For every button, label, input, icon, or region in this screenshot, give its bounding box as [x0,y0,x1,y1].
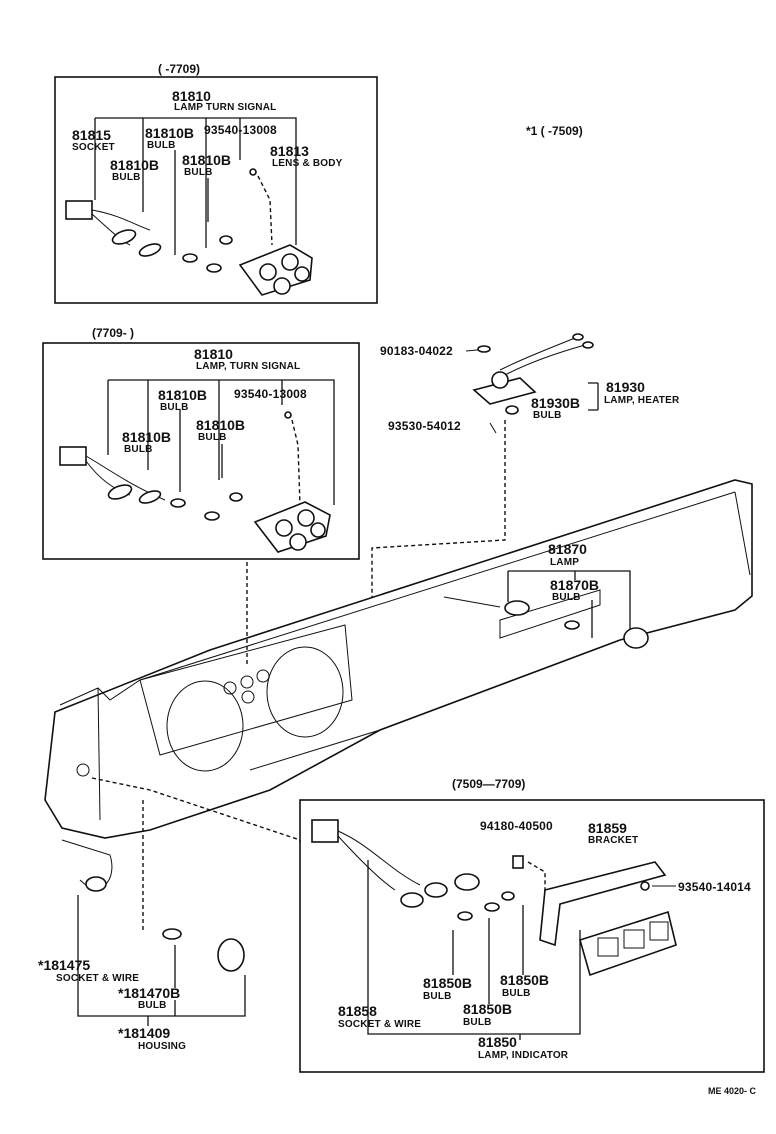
heater-lamp-group: 90183-04022 81930 LAMP, HEATER 81930B BU… [371,333,680,620]
dash-knob-part [623,627,649,649]
dash-bulb-part [564,620,580,630]
top-turn-signal-desc: LAMP TURN SIGNAL [174,102,276,113]
bottom-bulb-c-desc: BULB [463,1017,492,1028]
bottom-bracket-pn: 81859 [588,820,627,836]
top-socket-desc: SOCKET [72,142,115,153]
bottom-bulb-part-2 [484,902,500,912]
footer-code: ME 4020- C [708,1086,757,1096]
top-detail-box: ( -7709) 81810 LAMP TURN SIGNAL 81815 SO… [54,62,378,304]
middle-bulb-part-3 [229,492,243,502]
left-parts-group: *181475 SOCKET & WIRE *181470B BULB *181… [38,839,246,1052]
left-bulb-desc: BULB [138,1000,167,1011]
top-box-header: ( -7709) [158,62,200,76]
middle-screw-pn: 93540-13008 [234,387,307,401]
middle-socket-part [59,446,166,504]
top-screw-part [249,168,257,176]
top-bulb-part-1 [182,253,198,263]
dash-lamp-part [504,600,530,616]
bottom-bulb-a-desc: BULB [423,991,452,1002]
bottom-bulb-c-pn: 81850B [463,1001,512,1017]
middle-bulb-b-pn: 81810B [122,429,171,445]
top-bulb-b-pn: 81810B [110,157,159,173]
bottom-clip-pn: 94180-40500 [480,819,553,833]
middle-bulb-part-1 [170,498,186,508]
dashboard-panel [44,479,753,839]
top-bulb-part-2 [206,263,222,273]
heater-lamp-desc: LAMP, HEATER [604,395,680,406]
middle-lens-body-part [253,501,331,553]
bottom-bracket-part [539,861,667,947]
top-socket-pn: 81815 [72,127,111,143]
left-socket-wire-pn: *181475 [38,957,90,973]
top-lens-pn: 81813 [270,143,309,159]
middle-turn-signal-desc: LAMP, TURN SIGNAL [196,361,300,372]
bottom-lamp-indicator-desc: LAMP, INDICATOR [478,1050,569,1061]
bottom-screw-part [640,881,650,891]
middle-screw-part [284,411,292,419]
middle-bulb-b-desc: BULB [124,444,153,455]
left-socket-part [85,876,107,892]
heater-screw-top-pn: 90183-04022 [380,344,453,358]
dash-bulb-pn: 81870B [550,577,599,593]
dash-bulb-desc: BULB [552,592,581,603]
heater-screw-bottom-pn: 93530-54012 [388,419,461,433]
bottom-bulb-part-3 [501,891,515,901]
bottom-screw-pn: 93540-14014 [678,880,751,894]
heater-note: *1 ( -7509) [526,124,583,138]
dash-lamp-pn: 81870 [548,541,587,557]
top-bulb-a-pn: 81810B [145,125,194,141]
bottom-bulb-part-1 [457,911,473,921]
left-housing-pn: *181409 [118,1025,170,1041]
dash-lamp-group: 81870 LAMP 81870B BULB [443,541,649,649]
bottom-socket-wire-pn: 81858 [338,1003,377,1019]
left-socket-wire-desc: SOCKET & WIRE [56,973,139,984]
bottom-detail-box: (7509—7709) 94180-40500 81859 BRACKET 93… [299,777,765,1073]
heater-bulb-part [505,405,519,415]
top-socket-part [65,200,162,257]
middle-detail-box: (7709- ) 81810 LAMP, TURN SIGNAL 81810B … [42,326,360,560]
bottom-clip-part [512,855,524,869]
middle-bulb-a-pn: 81810B [158,387,207,403]
bottom-bulb-b-pn: 81850B [500,972,549,988]
middle-bulb-a-desc: BULB [160,402,189,413]
heater-bulb-pn: 81930B [531,395,580,411]
middle-turn-signal-pn: 81810 [194,346,233,362]
left-housing-desc: HOUSING [138,1041,186,1052]
top-lens-body-part [238,244,313,296]
top-turn-signal-pn: 81810 [172,88,211,104]
heater-screw-bottom-part [489,422,497,434]
top-bulb-b-desc: BULB [112,172,141,183]
heater-bulb-desc: BULB [533,410,562,421]
middle-bulb-c-desc: BULB [198,432,227,443]
middle-bulb-c-pn: 81810B [196,417,245,433]
top-bulb-c-desc: BULB [184,167,213,178]
bottom-bulb-a-pn: 81850B [423,975,472,991]
left-bulb-pn: *181470B [118,985,180,1001]
top-bulb-part-3 [219,235,233,245]
left-housing-part [217,938,245,972]
bottom-bracket-desc: BRACKET [588,835,638,846]
bottom-socket-wire-desc: SOCKET & WIRE [338,1019,421,1030]
bottom-indicator-lamp-part [579,910,677,977]
heater-lamp-pn: 81930 [606,379,645,395]
top-bulb-a-desc: BULB [147,140,176,151]
bottom-lamp-indicator-pn: 81850 [478,1034,517,1050]
middle-box-header: (7709- ) [92,326,134,340]
heater-screw-top-part [477,345,491,353]
bottom-bulb-b-desc: BULB [502,988,531,999]
bottom-socket-wire-part [311,819,480,908]
top-lens-desc: LENS & BODY [272,158,343,169]
bottom-box-header: (7509—7709) [452,777,525,791]
dash-lamp-desc: LAMP [550,557,579,568]
middle-bulb-part-2 [204,511,220,521]
left-bulb-part [162,928,182,940]
